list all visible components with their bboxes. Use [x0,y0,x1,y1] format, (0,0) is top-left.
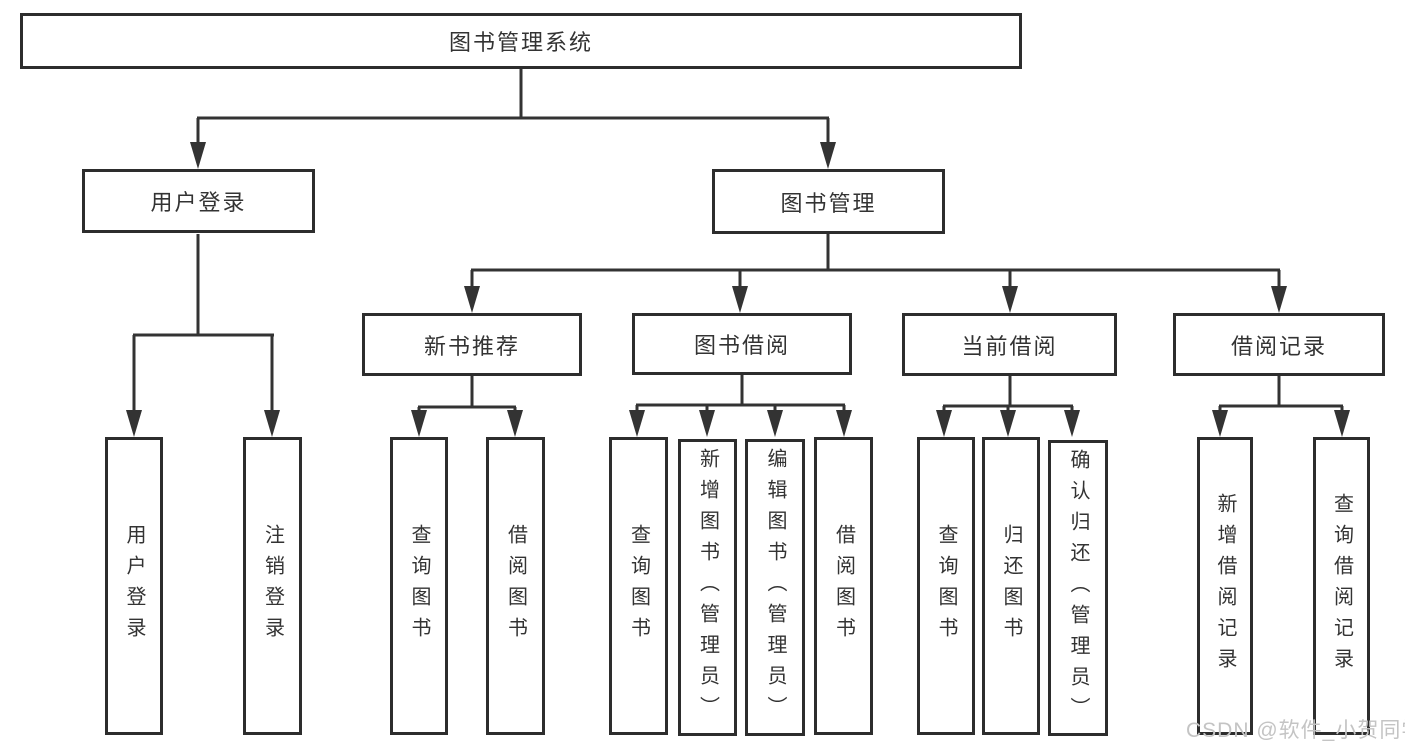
leaf-current-confirm-return-admin: 确认归还（管理员） [1048,440,1108,736]
arrow-head [767,410,783,437]
leaf-user-login: 用户登录 [105,437,163,735]
node-book-management: 图书管理 [712,169,945,234]
node-borrowing-records: 借阅记录 [1173,313,1385,376]
arrow-head [836,410,852,437]
arrow-head [1064,410,1080,437]
leaf-newbooks-borrow-books: 借阅图书 [486,437,545,735]
node-new-book-recommend: 新书推荐 [362,313,582,376]
leaf-borrowing-add-books-admin: 新增图书（管理员） [678,439,737,736]
watermark: CSDN @软件_小贺同学 [1186,719,1405,742]
node-user-login: 用户登录 [82,169,315,233]
leaf-logout: 注销登录 [243,437,302,735]
arrow-head [190,142,206,169]
leaf-newbooks-query-books: 查询图书 [390,437,448,735]
arrow-head [1334,410,1350,437]
leaf-records-add-record: 新增借阅记录 [1197,437,1253,735]
arrow-head [464,286,480,313]
arrow-head [411,410,427,437]
arrow-head [1212,410,1228,437]
arrow-head [936,410,952,437]
arrow-head [1002,286,1018,313]
arrow-head [1000,410,1016,437]
node-current-borrowing: 当前借阅 [902,313,1117,376]
leaf-borrowing-borrow-books: 借阅图书 [814,437,873,735]
leaf-borrowing-query-books: 查询图书 [609,437,668,735]
leaf-borrowing-edit-books-admin: 编辑图书（管理员） [745,439,805,736]
arrow-head [699,410,715,437]
arrow-head [264,410,280,437]
node-library-system: 图书管理系统 [20,13,1022,69]
node-book-borrowing: 图书借阅 [632,313,852,375]
leaf-current-query-books: 查询图书 [917,437,975,735]
leaf-records-query-record: 查询借阅记录 [1313,437,1370,735]
arrow-head [1271,286,1287,313]
arrow-head [629,410,645,437]
arrow-head [507,410,523,437]
arrow-head [126,410,142,437]
arrow-head [732,286,748,313]
arrow-head [820,142,836,169]
leaf-current-return-books: 归还图书 [982,437,1040,735]
